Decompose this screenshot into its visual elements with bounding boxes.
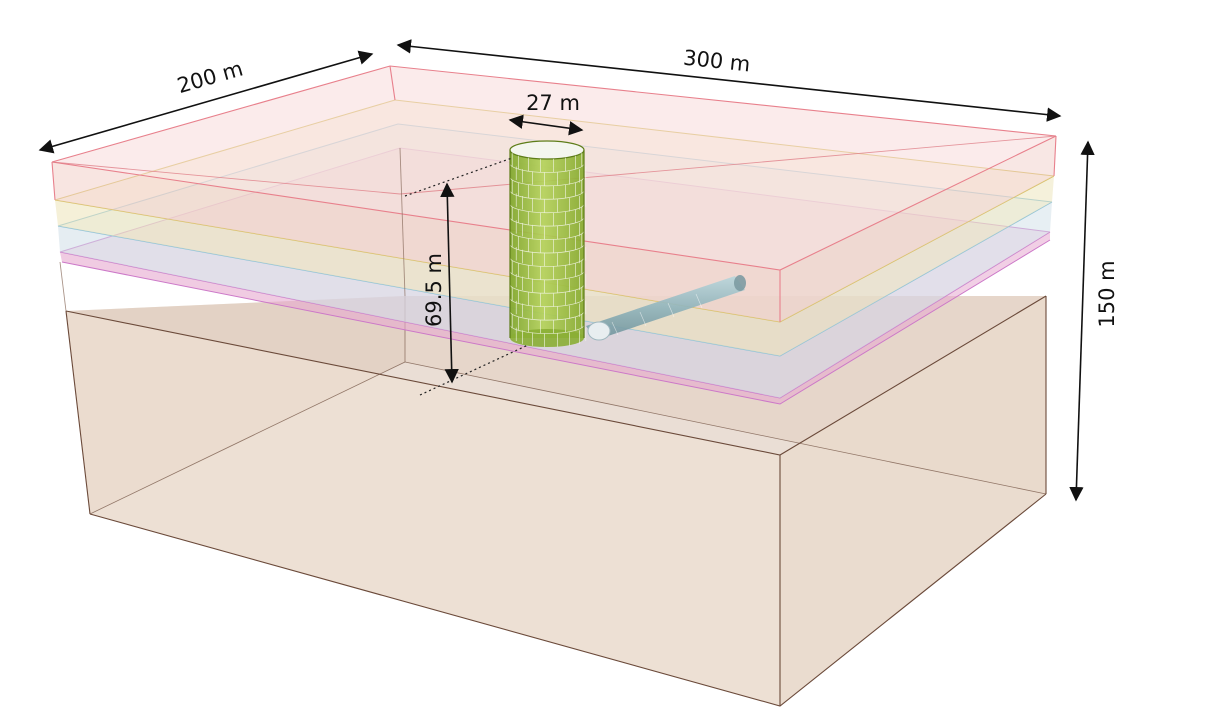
width-arrow xyxy=(38,50,374,154)
shaft-ring xyxy=(509,311,585,321)
length-label: 300 m xyxy=(682,46,751,77)
shaft-ring xyxy=(509,203,585,214)
height-arrow xyxy=(1069,140,1095,502)
height-label: 150 m xyxy=(1095,260,1119,327)
tunnel xyxy=(586,275,746,341)
length-arrow xyxy=(396,39,1062,122)
shaft-ring xyxy=(509,270,585,281)
width-label: 200 m xyxy=(174,56,245,98)
height-dimension: 150 m xyxy=(1069,140,1119,502)
shaft-depth-dimension: 69.5 m xyxy=(404,157,529,396)
shaft-ring xyxy=(509,297,585,308)
shaft-ring xyxy=(509,176,585,187)
shaft-ring xyxy=(509,284,585,294)
shaft-ring xyxy=(509,190,585,200)
shaft-diameter-label: 27 m xyxy=(526,91,580,115)
shaft-ring xyxy=(509,230,585,240)
shaft-depth-label: 69.5 m xyxy=(422,253,446,327)
shaft-depth-arrow xyxy=(440,182,459,384)
shaft-ring xyxy=(509,324,585,334)
shaft-ring xyxy=(509,163,585,173)
shaft-ring xyxy=(509,217,585,227)
shaft-ring xyxy=(509,257,585,267)
shaft-ring xyxy=(509,243,585,254)
shaft xyxy=(509,140,587,347)
